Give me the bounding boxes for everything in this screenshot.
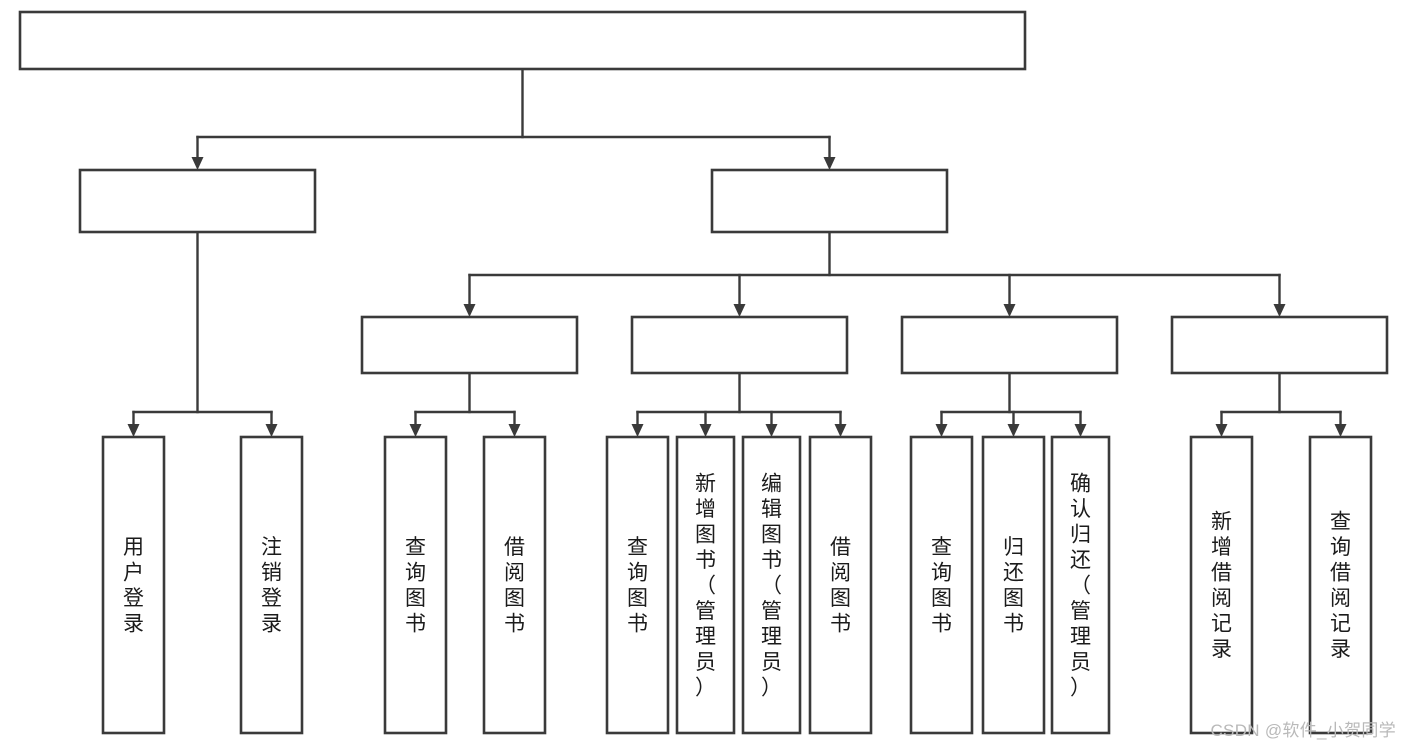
arrow-head-icon: [409, 424, 422, 437]
arrow-head-icon: [699, 424, 712, 437]
node-label: 新增借阅记录: [1211, 511, 1232, 662]
arrow-head-icon: [1074, 424, 1087, 437]
node-leaf-edit-book-admin[interactable]: [741, 435, 802, 735]
node-leaf-query-borrow-record[interactable]: [1308, 435, 1373, 735]
arrow-head-icon: [733, 304, 746, 317]
arrow-head-icon: [508, 424, 521, 437]
arrow-head-icon: [1334, 424, 1347, 437]
arrow-head-icon: [631, 424, 644, 437]
node-root[interactable]: [18, 10, 1027, 71]
node-leaf-confirm-return-admin[interactable]: [1050, 435, 1111, 735]
node-label: 借阅图书: [504, 536, 525, 636]
boxes-layer: [18, 10, 1389, 735]
node-label: 编辑图书（管理员）: [761, 472, 782, 699]
arrow-head-icon: [1007, 424, 1020, 437]
csdn-watermark: CSDN @软件_小贺同学: [1210, 721, 1396, 740]
node-book-borrow[interactable]: [630, 315, 849, 375]
node-leaf-return-book[interactable]: [981, 435, 1046, 735]
arrow-head-icon: [834, 424, 847, 437]
node-label: 借阅图书: [830, 536, 851, 636]
node-leaf-user-login[interactable]: [101, 435, 166, 735]
arrow-head-icon: [127, 424, 140, 437]
node-label: 查询图书: [627, 536, 648, 636]
node-borrow-record[interactable]: [1170, 315, 1389, 375]
node-label: 注销登录: [261, 536, 282, 636]
arrow-head-icon: [1215, 424, 1228, 437]
arrow-head-icon: [935, 424, 948, 437]
arrow-head-icon: [265, 424, 278, 437]
arrow-head-icon: [1273, 304, 1286, 317]
arrow-head-icon: [1003, 304, 1016, 317]
node-leaf-query-book-rec[interactable]: [383, 435, 448, 735]
node-label: 用户登录: [123, 536, 144, 636]
node-label: 查询借阅记录: [1330, 511, 1351, 662]
node-user-login[interactable]: [78, 168, 317, 234]
node-leaf-borrow-book-bor[interactable]: [808, 435, 873, 735]
node-current-borrow[interactable]: [900, 315, 1119, 375]
arrow-head-icon: [463, 304, 476, 317]
node-new-book-recommend[interactable]: [360, 315, 579, 375]
node-leaf-query-book-cur[interactable]: [909, 435, 974, 735]
node-book-management[interactable]: [710, 168, 949, 234]
node-leaf-query-book-bor[interactable]: [605, 435, 670, 735]
arrow-head-icon: [765, 424, 778, 437]
labels-layer: 用户登录 注销登录 查询图书 借阅图书 查询图书 新增图书（管理员） 编辑图书（管理员） 借阅…: [123, 472, 1351, 699]
node-label: 归还图书: [1003, 536, 1024, 636]
node-leaf-add-book-admin[interactable]: [675, 435, 736, 735]
node-label: 查询图书: [405, 536, 426, 636]
node-leaf-add-borrow-record[interactable]: [1189, 435, 1254, 735]
node-label: 确认归还（管理员）: [1070, 472, 1091, 699]
node-leaf-borrow-book-rec[interactable]: [482, 435, 547, 735]
connectors-layer: [127, 67, 1347, 437]
node-label: 查询图书: [931, 536, 952, 636]
node-label: 新增图书（管理员）: [695, 472, 716, 699]
arrow-head-icon: [823, 157, 836, 170]
arrow-head-icon: [191, 157, 204, 170]
node-leaf-user-logout[interactable]: [239, 435, 304, 735]
